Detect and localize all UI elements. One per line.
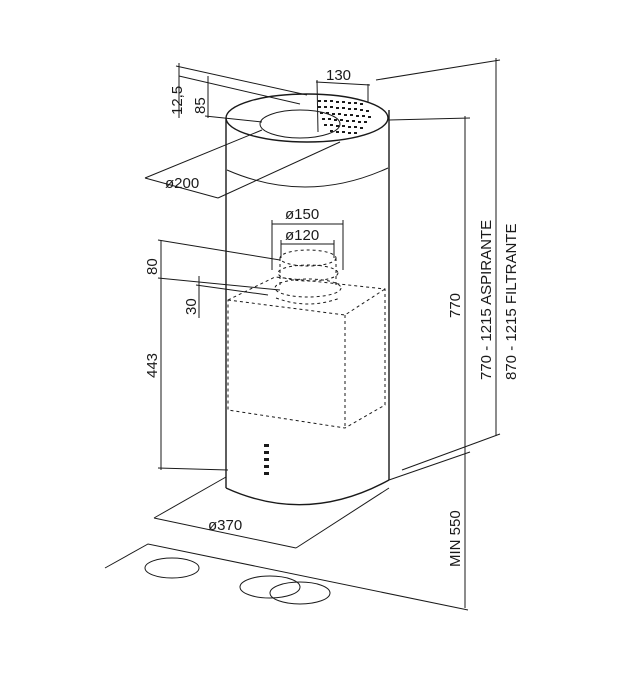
collar-band [226, 167, 389, 188]
label-total-height: 770 [447, 293, 464, 318]
body-bottom-edge [225, 479, 390, 506]
label-min-clearance: MIN 550 [447, 510, 464, 567]
label-flange-height: 80 [144, 258, 161, 275]
label-range-aspirante: 770 - 1215 ASPIRANTE [478, 220, 495, 380]
hood-body [225, 93, 390, 506]
outlet-flange [274, 249, 342, 305]
dimension-labels: 12,5 85 130 ø200 ø150 ø120 80 30 443 ø37… [144, 67, 520, 567]
label-body-diameter: ø370 [208, 517, 242, 534]
dimension-lines [144, 58, 501, 608]
flange-bottom [274, 278, 342, 298]
label-flange-inner: ø120 [285, 227, 319, 244]
label-top-diameter: ø200 [165, 175, 199, 192]
label-flange-offset: 30 [183, 298, 200, 315]
burner-front [239, 575, 301, 599]
outlet-grille [318, 100, 371, 134]
label-range-filtrante: 870 - 1215 FILTRANTE [503, 224, 520, 380]
cooktop-plane [104, 543, 469, 611]
burner-front-overlap [269, 581, 331, 605]
flange-top [279, 249, 337, 267]
motor-housing [227, 276, 386, 429]
top-opening [259, 109, 341, 139]
label-outlet-width: 130 [326, 67, 351, 84]
label-flange-outer: ø150 [285, 206, 319, 223]
burner-left [144, 557, 200, 579]
label-top-depth: 12,5 [169, 86, 186, 115]
cooktop-outline [104, 543, 469, 611]
motor-box-outline [227, 276, 386, 429]
label-body-height: 443 [144, 353, 161, 378]
control-buttons [264, 444, 269, 475]
label-top-height: 85 [192, 97, 209, 114]
